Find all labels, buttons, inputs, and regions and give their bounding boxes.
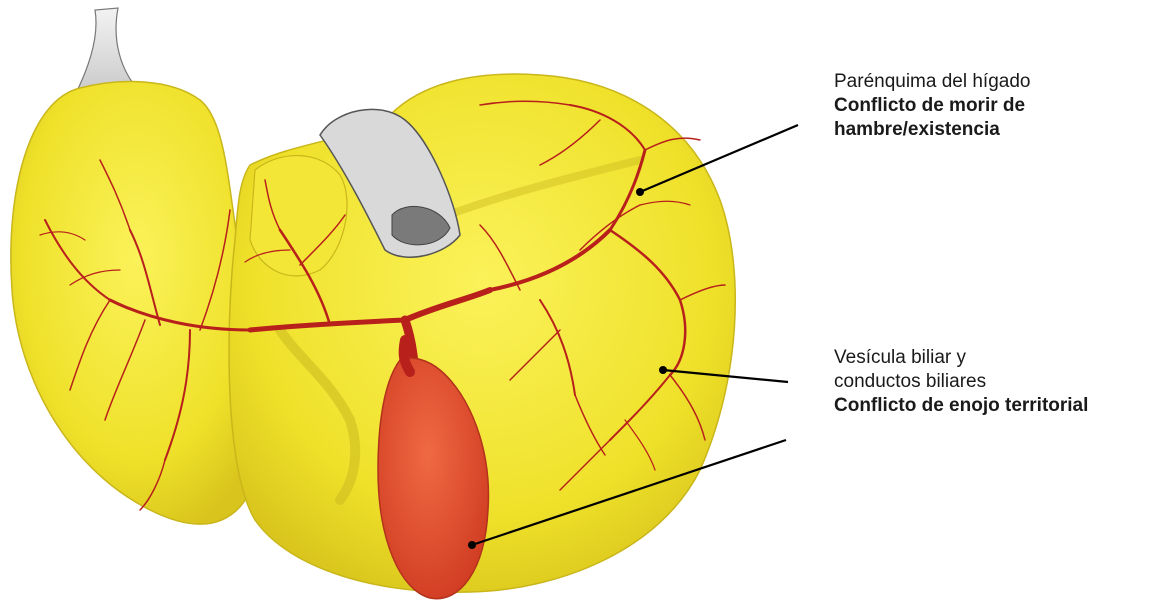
liver-label: Parénquima del hígado Conflicto de morir… bbox=[834, 70, 1030, 142]
gallbladder-label-title-2: conductos biliares bbox=[834, 370, 1088, 394]
gallbladder-label-title-1: Vesícula biliar y bbox=[834, 346, 1088, 370]
liver-label-title: Parénquima del hígado bbox=[834, 70, 1030, 94]
liver-label-conflict-2: hambre/existencia bbox=[834, 118, 1030, 142]
gallbladder-label: Vesícula biliar y conductos biliares Con… bbox=[834, 346, 1088, 418]
liver-label-conflict-1: Conflicto de morir de bbox=[834, 94, 1030, 118]
gallbladder-label-conflict: Conflicto de enojo territorial bbox=[834, 394, 1088, 418]
liver-left-lobe bbox=[11, 82, 262, 525]
